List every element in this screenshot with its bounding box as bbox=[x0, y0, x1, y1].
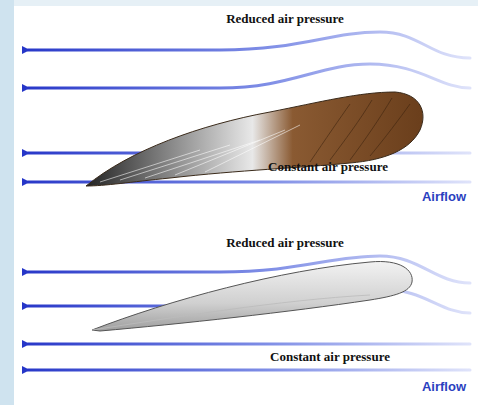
pressure-label: Constant air pressure bbox=[270, 350, 390, 364]
pressure-label: Reduced air pressure bbox=[226, 12, 344, 26]
pressure-label: Reduced air pressure bbox=[226, 236, 344, 250]
airflow-label: Airflow bbox=[422, 380, 466, 394]
airflow-label: Airflow bbox=[422, 190, 466, 204]
pressure-label: Constant air pressure bbox=[268, 160, 388, 174]
